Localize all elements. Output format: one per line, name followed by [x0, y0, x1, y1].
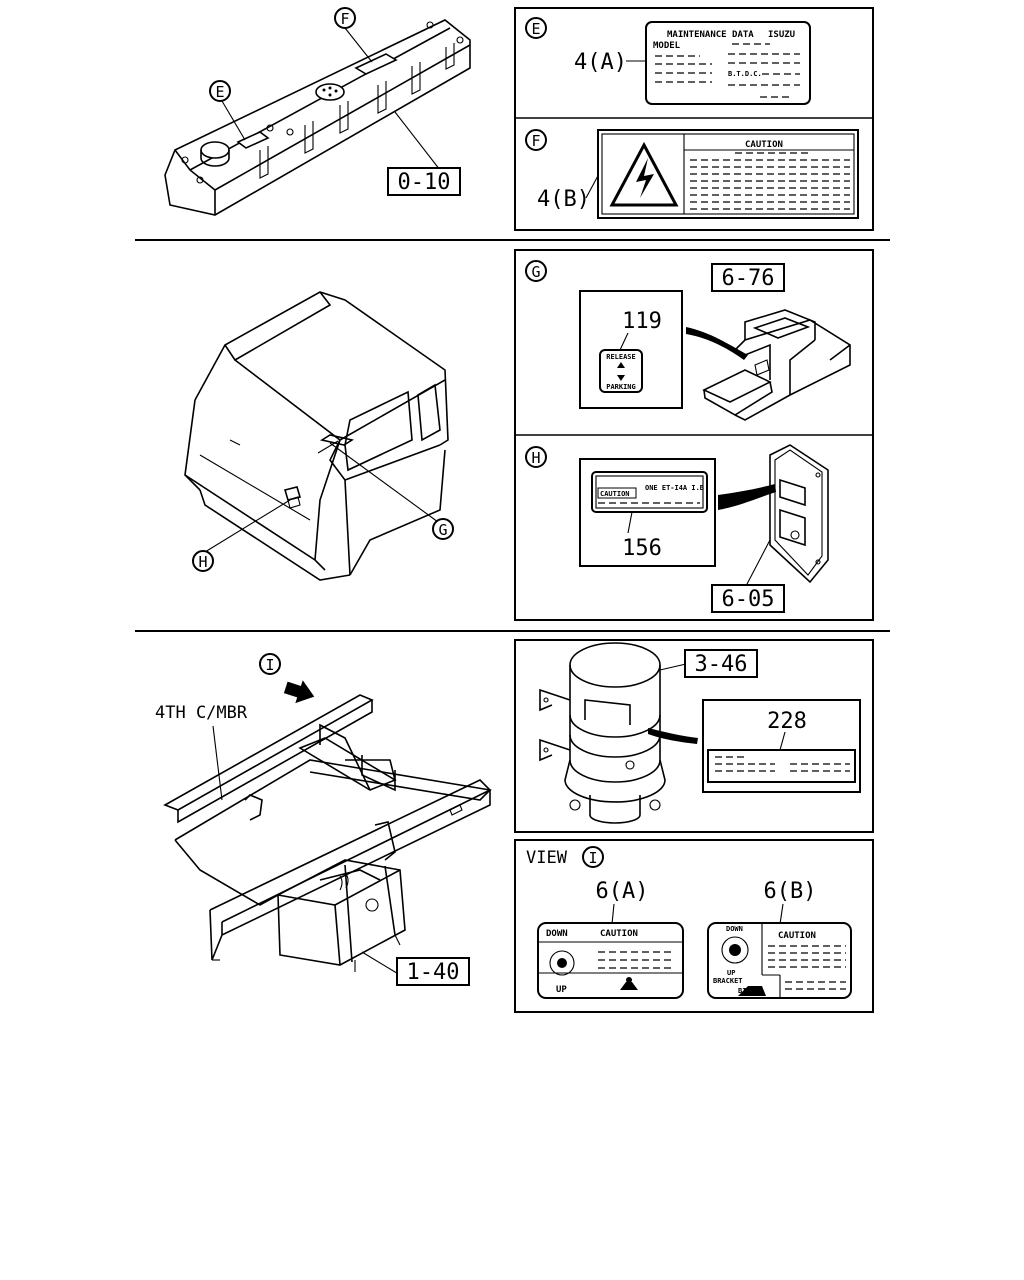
head-cover-drawing [164, 19, 471, 216]
ref-1-40: 1-40 [407, 960, 460, 985]
view-i-letter: I [265, 656, 274, 674]
panel-h-letter: H [531, 449, 540, 467]
part-4a: 4(A) [574, 50, 627, 75]
panel-f-letter: F [531, 132, 540, 150]
ref-box-6-76 [711, 263, 785, 292]
panel-h-marker [525, 446, 547, 468]
part-6a: 6(A) [596, 879, 649, 904]
maintenance-btdc: B.T.D.C. [728, 70, 762, 78]
part-119: 119 [622, 309, 662, 334]
ref-0-10: 0-10 [398, 170, 451, 195]
label-6b-up: UP [727, 969, 735, 977]
callout-h [192, 550, 214, 572]
maintenance-title: MAINTENANCE DATA [667, 30, 754, 40]
lightning-bolt-icon [636, 158, 654, 198]
fuel-tank-drawing [277, 859, 406, 972]
view-direction-arrow-icon [283, 680, 315, 704]
callout-f-letter: F [340, 10, 349, 28]
lever-knob-icon [557, 958, 567, 968]
label-228 [707, 749, 856, 783]
callout-h-letter: H [198, 553, 207, 571]
panel-g-marker [525, 260, 547, 282]
callout-g-letter: G [438, 521, 447, 539]
cab-drawing [184, 291, 449, 581]
label-6a-down: DOWN [546, 929, 568, 939]
caution-4b-title: CAUTION [745, 140, 783, 150]
label-6a-up: UP [556, 985, 567, 995]
canister-drawing [539, 642, 666, 824]
part-6b: 6(B) [764, 879, 817, 904]
lever-knob-b-icon [729, 944, 741, 956]
part-156: 156 [622, 536, 662, 561]
panel-e-letter: E [531, 20, 540, 38]
fourth-cross-member-label: 4TH C/MBR [155, 703, 248, 723]
label-6b-caution: CAUTION [778, 931, 816, 941]
callout-g [432, 518, 454, 540]
ref-box-1-40 [396, 957, 470, 986]
view-i-marker [259, 653, 281, 675]
callout-e-letter: E [215, 83, 224, 101]
frame-drawing [163, 694, 492, 961]
part-228: 228 [767, 709, 807, 734]
maintenance-brand: ISUZU [768, 30, 795, 40]
panel-view-marker [582, 846, 604, 868]
ref-6-76: 6-76 [722, 266, 775, 291]
ref-6-05: 6-05 [722, 587, 775, 612]
panel-view-letter: I [588, 849, 597, 867]
caution-156-title: CAUTION [600, 490, 630, 498]
switch-panel-drawing [769, 444, 829, 584]
console-drawing [702, 309, 851, 421]
label-6b-down: DOWN [726, 925, 743, 933]
label-6a-caution: CAUTION [600, 929, 638, 939]
release-parking-label [599, 349, 643, 393]
part-4b: 4(B) [537, 187, 590, 212]
panel-g-letter: G [531, 263, 540, 281]
ref-3-46: 3-46 [695, 652, 748, 677]
label-6b-bracket: BRACKET [713, 977, 743, 985]
caution-label-156 [591, 471, 708, 513]
panel-f-marker [525, 129, 547, 151]
ref-box-0-10 [387, 167, 461, 196]
lock-pin-icon [620, 982, 638, 990]
caution-156-text: ONE ET-I4A I.B [645, 484, 704, 492]
up-down-arrow-icon [617, 362, 625, 381]
view-title: VIEW [526, 848, 568, 868]
maintenance-model: MODEL [653, 41, 681, 51]
release-text: RELEASE [606, 353, 636, 361]
parking-text: PARKING [606, 383, 636, 391]
callout-e [209, 80, 231, 102]
ref-box-6-05 [711, 584, 785, 613]
panel-e-marker [525, 17, 547, 39]
high-voltage-warning-icon [609, 141, 679, 207]
ref-box-3-46 [684, 649, 758, 678]
